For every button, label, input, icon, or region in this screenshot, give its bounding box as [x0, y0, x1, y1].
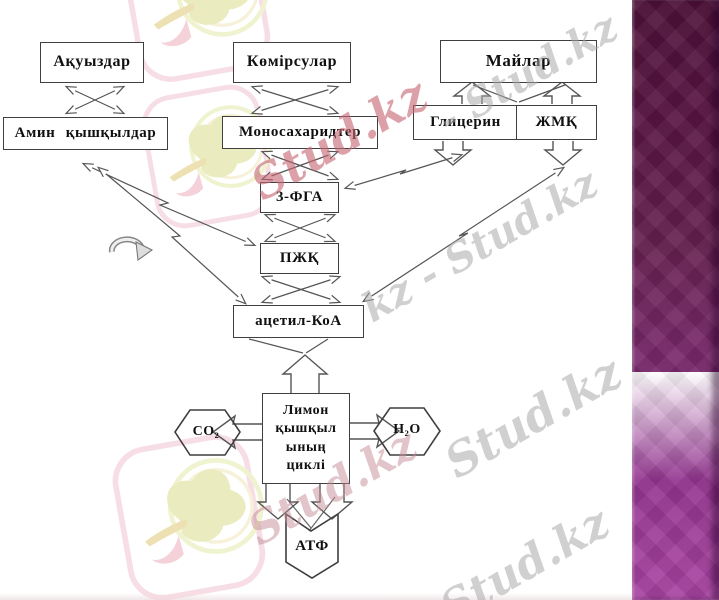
node-fatty-acids: ЖМҚ: [516, 105, 597, 140]
slide-side-decoration: [632, 0, 719, 600]
node-amino-acids-label: Амин қышқылдар: [14, 124, 157, 141]
connector-fga-pjq: [263, 213, 337, 243]
connector-atp-cross-lines: [286, 496, 336, 532]
connector-pjq-acetyl: [260, 275, 342, 304]
node-fga-label: 3-ФГА: [275, 188, 324, 205]
hexagon-co2: [174, 409, 241, 456]
label-h2o: H₂O: [382, 412, 432, 448]
node-monosaccharides-label: Моносахаридтер: [238, 123, 362, 140]
arrow-glycerin-down: [433, 141, 473, 166]
arrow-citric-to-atp-right: [310, 483, 354, 520]
connector-carbs-mono: [250, 85, 340, 115]
connector-acetyl-citric-lines: [248, 338, 329, 354]
co2-text: CO₂: [192, 423, 220, 439]
arrow-fattyacids-to-fats: [541, 81, 583, 104]
node-carbohydrates-label: Көмірсулар: [246, 53, 338, 71]
node-glycerin-label: Глицерин: [430, 113, 501, 130]
connector-glycerin-fga: [343, 153, 464, 190]
banner-atp: [285, 512, 339, 579]
node-acetyl-coa-label: ацетил-КоА: [255, 312, 342, 329]
node-fats-label: Майлар: [485, 51, 552, 71]
atp-text: АТФ: [295, 538, 329, 555]
node-glycerin: Глицерин: [413, 105, 518, 140]
label-co2: CO₂: [180, 414, 232, 450]
node-pjq: ПЖҚ: [260, 243, 339, 274]
node-monosaccharides: Моносахаридтер: [222, 116, 378, 149]
node-pjq-label: ПЖҚ: [279, 249, 320, 266]
curved-arrow-icon: [108, 236, 154, 261]
node-acetyl-coa: ацетил-КоА: [233, 305, 364, 338]
arrow-glycerin-to-fats: [451, 81, 493, 104]
node-amino-acids: Амин қышқылдар: [3, 117, 168, 150]
arrow-citric-to-acetyl: [281, 354, 329, 393]
connector-amino-acetyl: [96, 166, 247, 305]
h2o-text: H₂O: [393, 421, 421, 437]
node-proteins-label: Ақуыздар: [53, 53, 131, 71]
connector-mono-fga: [260, 150, 340, 181]
hexagon-h2o: [373, 407, 441, 456]
slide-bottom-edge: [0, 593, 632, 600]
node-carbohydrates: Көмірсулар: [233, 42, 351, 83]
node-citric-cycle: Лимон қышқыл ының циклі: [262, 393, 350, 484]
node-proteins: Ақуыздар: [40, 42, 144, 83]
node-fatty-acids-label: ЖМҚ: [535, 113, 578, 130]
node-fga: 3-ФГА: [260, 182, 339, 213]
connector-fattyacids-acetyl: [361, 166, 566, 303]
arrow-fattyacids-down: [543, 141, 583, 166]
node-citric-cycle-label: Лимон қышқыл ының циклі: [275, 403, 337, 473]
node-fats: Майлар: [440, 40, 597, 83]
label-atp: АТФ: [286, 532, 338, 562]
arrow-citric-to-atp-left: [256, 483, 300, 520]
connector-proteins-amino: [64, 85, 126, 115]
arrow-citric-to-co2: [211, 414, 262, 450]
